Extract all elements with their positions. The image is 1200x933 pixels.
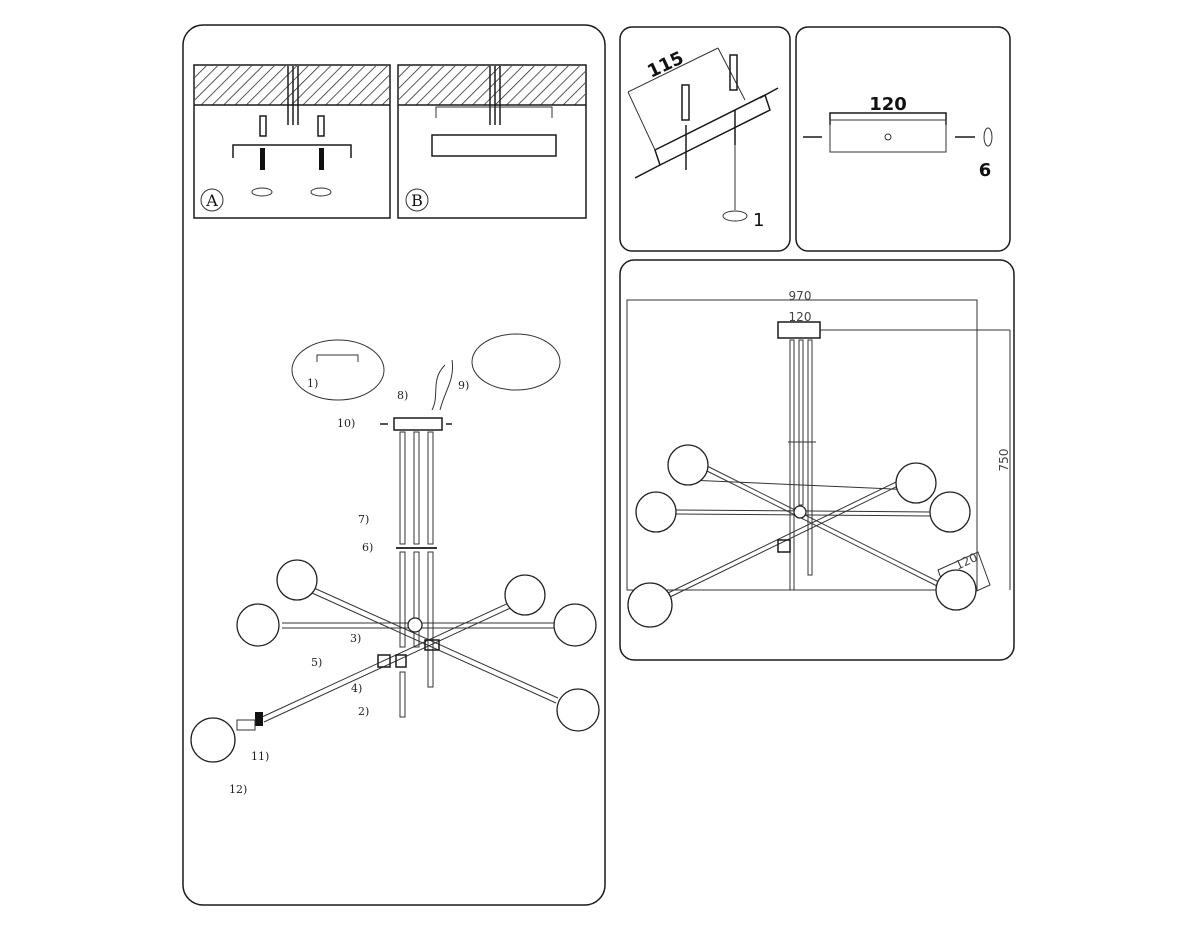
globe bbox=[935, 569, 977, 611]
step-label: 4) bbox=[351, 682, 362, 695]
canopy-length: 120 bbox=[869, 94, 907, 115]
exploded-chandelier-diagram: 1) 2) 3) 4) 5) 6) 7) 8) 9) 10) 11) 12) bbox=[190, 333, 600, 796]
assembly-panel: A B bbox=[182, 24, 606, 906]
step-label: 2) bbox=[358, 705, 369, 718]
total-width: 970 bbox=[789, 289, 812, 303]
step-label: 6) bbox=[362, 541, 373, 554]
step-label: 8) bbox=[397, 389, 408, 402]
option-b-label: B bbox=[411, 191, 423, 210]
bracket-length: 115 bbox=[644, 48, 687, 83]
globe bbox=[635, 491, 677, 533]
globe bbox=[627, 582, 673, 628]
step-label: 1) bbox=[307, 377, 318, 390]
step-label: 7) bbox=[358, 513, 369, 526]
globe bbox=[504, 574, 546, 616]
bracket-panel: 115 1 bbox=[619, 26, 791, 252]
mount-option-a: A bbox=[193, 64, 391, 219]
canopy-width: 120 bbox=[789, 310, 812, 324]
dimensions-panel: 970 120 750 120 bbox=[619, 259, 1015, 661]
globe bbox=[895, 462, 937, 504]
globe bbox=[276, 559, 318, 601]
mount-option-b: B bbox=[397, 64, 587, 219]
bracket-screw-count: 1 bbox=[753, 210, 764, 231]
globe bbox=[556, 688, 600, 732]
step-label: 11) bbox=[251, 750, 269, 763]
step-label: 3) bbox=[350, 632, 361, 645]
globe bbox=[667, 444, 709, 486]
globe bbox=[553, 603, 597, 647]
total-height: 750 bbox=[997, 449, 1011, 472]
step-label: 12) bbox=[229, 783, 247, 796]
canopy-screw-count: 6 bbox=[979, 160, 992, 181]
step-label: 9) bbox=[458, 379, 469, 392]
globe bbox=[190, 717, 236, 763]
globe bbox=[236, 603, 280, 647]
step-label: 10) bbox=[337, 417, 355, 430]
canopy-panel: 120 6 bbox=[795, 26, 1011, 252]
step-label: 5) bbox=[311, 656, 322, 669]
option-a-label: A bbox=[205, 191, 218, 210]
globe bbox=[929, 491, 971, 533]
